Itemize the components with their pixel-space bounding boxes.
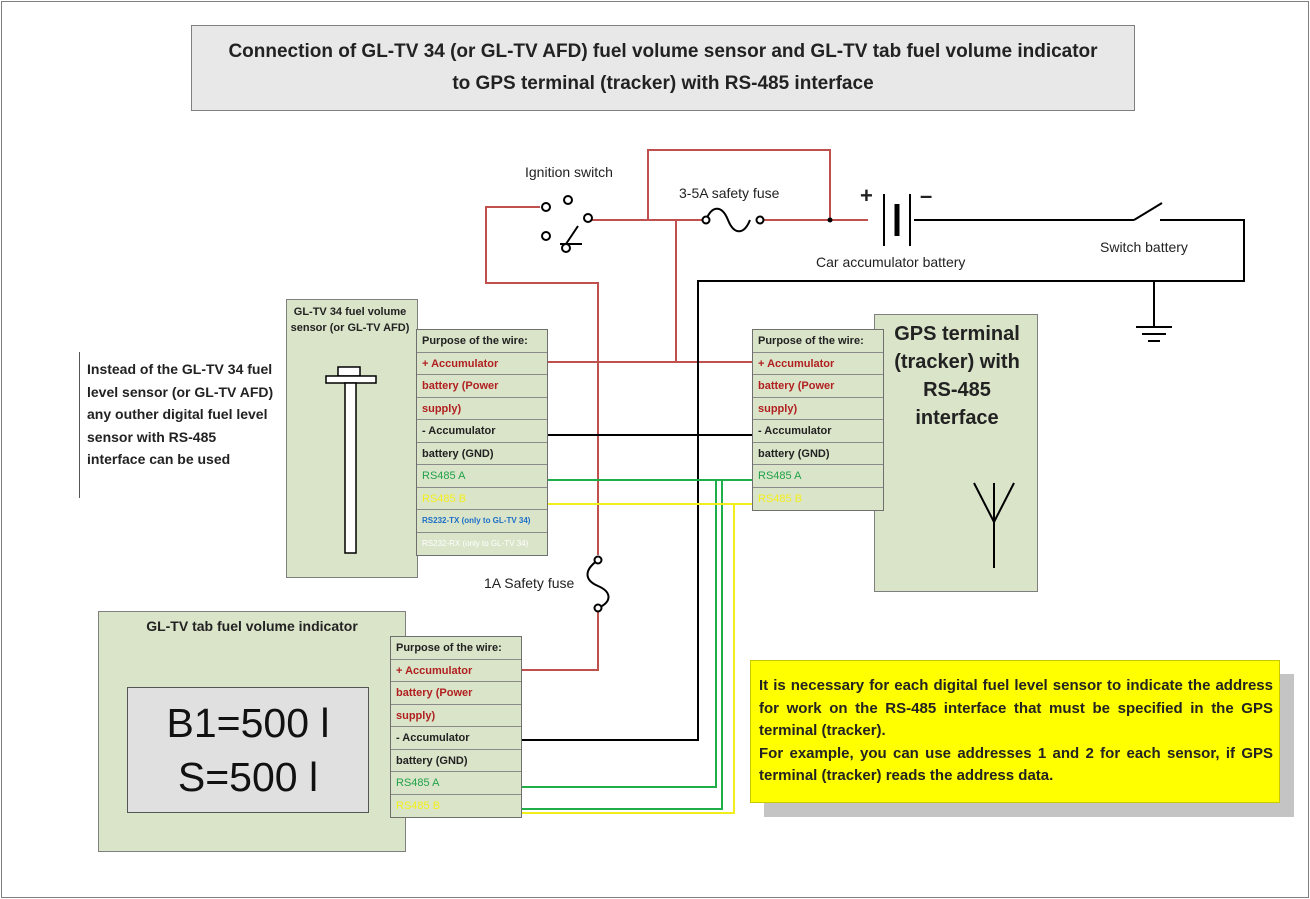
gps-row-power: battery (Power — [753, 375, 883, 398]
gps-row-header: Purpose of the wire: — [753, 330, 883, 353]
indicator-row-plus: + Accumulator — [391, 660, 521, 682]
small-fuse-symbol — [586, 559, 610, 609]
small-fuse-terminal-top — [593, 555, 603, 565]
indicator-row-supply: supply) — [391, 705, 521, 727]
sensor-row-supply: supply) — [417, 398, 547, 420]
probe-flange — [325, 375, 377, 384]
indicator-row-rs485b: RS485 B — [396, 799, 441, 812]
sensor-row-gnd: battery (GND) — [417, 443, 547, 465]
note-left-divider — [79, 352, 80, 498]
ignition-switch-symbol — [541, 195, 593, 253]
fuel-indicator-display: B1=500 l S=500 l — [127, 687, 369, 813]
battery-plus-label: + — [860, 183, 873, 208]
gps-title-line-1: GPS terminal — [894, 323, 1020, 345]
main-fuse-terminal-left — [701, 215, 711, 225]
sensor-row-rs485a: RS485 A — [417, 465, 547, 488]
antenna-left — [973, 482, 995, 523]
wire-rs485a-indicator — [522, 480, 717, 788]
display-line-2: S=500 l — [177, 754, 319, 800]
fuel-indicator-title: GL-TV tab fuel volume indicator — [146, 618, 358, 634]
gps-row-supply: supply) — [753, 398, 883, 420]
ignition-contact-2 — [563, 195, 573, 205]
gps-title-line-2: (tracker) with — [894, 351, 1020, 373]
gps-wire-table: Purpose of the wire: + Accumulator batte… — [752, 329, 884, 511]
junction-dot — [827, 217, 833, 223]
small-fuse-label: 1A Safety fuse — [484, 575, 575, 591]
main-fuse-label: 3-5A safety fuse — [679, 185, 780, 201]
title-line-1: Connection of GL-TV 34 (or GL-TV AFD) fu… — [228, 41, 1098, 62]
indicator-wire-table: Purpose of the wire: + Accumulator batte… — [390, 636, 522, 818]
main-fuse-symbol — [705, 207, 751, 233]
title-line-2: to GPS terminal (tracker) with RS-485 in… — [452, 73, 874, 94]
address-note: It is necessary for each digital fuel le… — [750, 660, 1280, 803]
ground-symbol — [1136, 326, 1172, 342]
indicator-row-gnd: battery (GND) — [391, 750, 521, 772]
sensor-row-header: Purpose of the wire: — [417, 330, 547, 353]
main-fuse-terminal-right — [755, 215, 765, 225]
wire-rs485a-indicator-2 — [522, 480, 723, 810]
sensor-row-rs485b: RS485 B — [417, 488, 547, 510]
indicator-row-header: Purpose of the wire: — [391, 637, 521, 660]
indicator-row-rs485a: RS485 A — [391, 772, 521, 795]
gps-title-line-3: RS-485 — [923, 379, 991, 401]
antenna-symbol — [973, 482, 1015, 568]
battery-minus-label: – — [920, 183, 933, 208]
fuel-sensor-title: GL-TV 34 fuel volume sensor (or GL-TV AF… — [290, 306, 410, 334]
battery-label: Car accumulator battery — [816, 254, 966, 270]
ignition-contact-3 — [583, 213, 593, 223]
gps-terminal-title: GPS terminal (tracker) with RS-485 inter… — [876, 320, 1038, 432]
display-line-1: B1=500 l — [166, 700, 330, 746]
wire-rs485b-indicator — [522, 504, 735, 814]
gps-row-plus: + Accumulator — [753, 353, 883, 375]
ignition-contact-4 — [541, 231, 551, 241]
battery-symbol — [883, 194, 911, 246]
probe-tube — [344, 382, 357, 554]
gps-row-rs485a: RS485 A — [753, 465, 883, 488]
address-note-p1: It is necessary for each digital fuel le… — [759, 677, 1273, 739]
wire-power-indicator — [522, 612, 599, 671]
diagram-title: Connection of GL-TV 34 (or GL-TV AFD) fu… — [191, 25, 1135, 111]
ignition-lever — [565, 225, 579, 245]
sensor-row-rs232tx: RS232-TX (only to GL-TV 34) — [417, 510, 547, 533]
sensor-row-plus: + Accumulator — [417, 353, 547, 375]
sensor-row-rs232rx: RS232-RX (only to GL-TV 34) — [422, 538, 529, 548]
indicator-row-power: battery (Power — [391, 682, 521, 705]
gps-row-rs485b: RS485 B — [758, 492, 803, 505]
ignition-contact-5 — [561, 243, 571, 253]
wire-ground-switch — [522, 219, 1245, 741]
sensor-row-minus: - Accumulator — [417, 420, 547, 443]
gps-title-line-4: interface — [915, 407, 999, 429]
indicator-row-minus: - Accumulator — [391, 727, 521, 750]
battery-switch-lever — [1133, 202, 1163, 221]
wire-power-ignition-down — [485, 236, 599, 555]
ignition-contact-1 — [541, 202, 551, 212]
gps-row-gnd: battery (GND) — [753, 443, 883, 465]
small-fuse-terminal-bottom — [593, 603, 603, 613]
antenna-right — [993, 482, 1015, 523]
battery-switch-label: Switch battery — [1100, 239, 1188, 255]
sensor-wire-table: Purpose of the wire: + Accumulator batte… — [416, 329, 548, 556]
sensor-row-power: battery (Power — [417, 375, 547, 398]
wire-power-ignition-loop — [485, 206, 540, 236]
address-note-p2: For example, you can use addresses 1 and… — [759, 744, 1273, 785]
probe-cap — [337, 366, 361, 377]
wire-power-ignition-out — [592, 149, 831, 221]
fuel-sensor-probe — [325, 366, 377, 554]
ignition-switch-label: Ignition switch — [525, 164, 613, 180]
gps-row-minus: - Accumulator — [753, 420, 883, 443]
alternative-sensor-note: Instead of the GL-TV 34 fuel level senso… — [87, 361, 274, 467]
